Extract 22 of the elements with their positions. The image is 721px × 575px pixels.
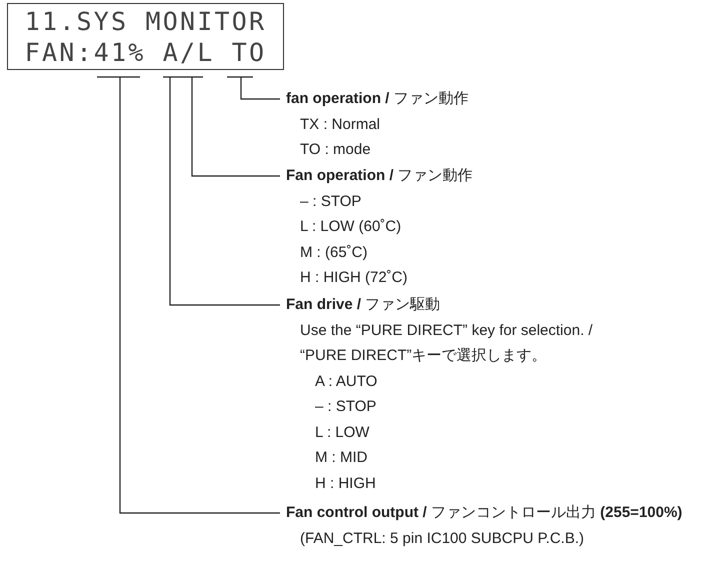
note-heading: Fan drive / ファン駆動: [286, 295, 442, 315]
note-text: Use the “PURE DIRECT” key for selection. / “PURE DIRECT”キーで選択します。: [300, 320, 594, 366]
note-text: H : HIGH (72˚C): [300, 268, 409, 288]
lcd-display: 11.SYS MONITOR FAN:41% A/L TO: [7, 3, 284, 70]
note-text: M : (65˚C): [300, 242, 368, 262]
note-text: H : HIGH: [315, 474, 377, 494]
note-text: – : STOP: [315, 397, 378, 417]
note-text: TX : Normal: [300, 114, 382, 134]
note-text: L : LOW: [315, 422, 370, 442]
note-heading: Fan control output / ファンコントロール出力 (255=100%): [286, 503, 684, 523]
note-text: – : STOP: [300, 192, 362, 212]
note-heading: Fan operation / ファン動作: [286, 166, 474, 186]
note-text: TO : mode: [300, 140, 372, 160]
note-text: L : LOW (60˚C): [300, 217, 402, 237]
leader-line: [162, 76, 281, 306]
leader-line: [96, 76, 281, 514]
leader-line: [226, 76, 281, 100]
leader-line: [179, 76, 281, 177]
note-text: M : MID: [315, 448, 368, 468]
note-text: A : AUTO: [315, 372, 378, 392]
note-heading: fan operation / ファン動作: [286, 89, 470, 109]
note-text: (FAN_CTRL: 5 pin IC100 SUBCPU P.C.B.): [300, 528, 585, 548]
